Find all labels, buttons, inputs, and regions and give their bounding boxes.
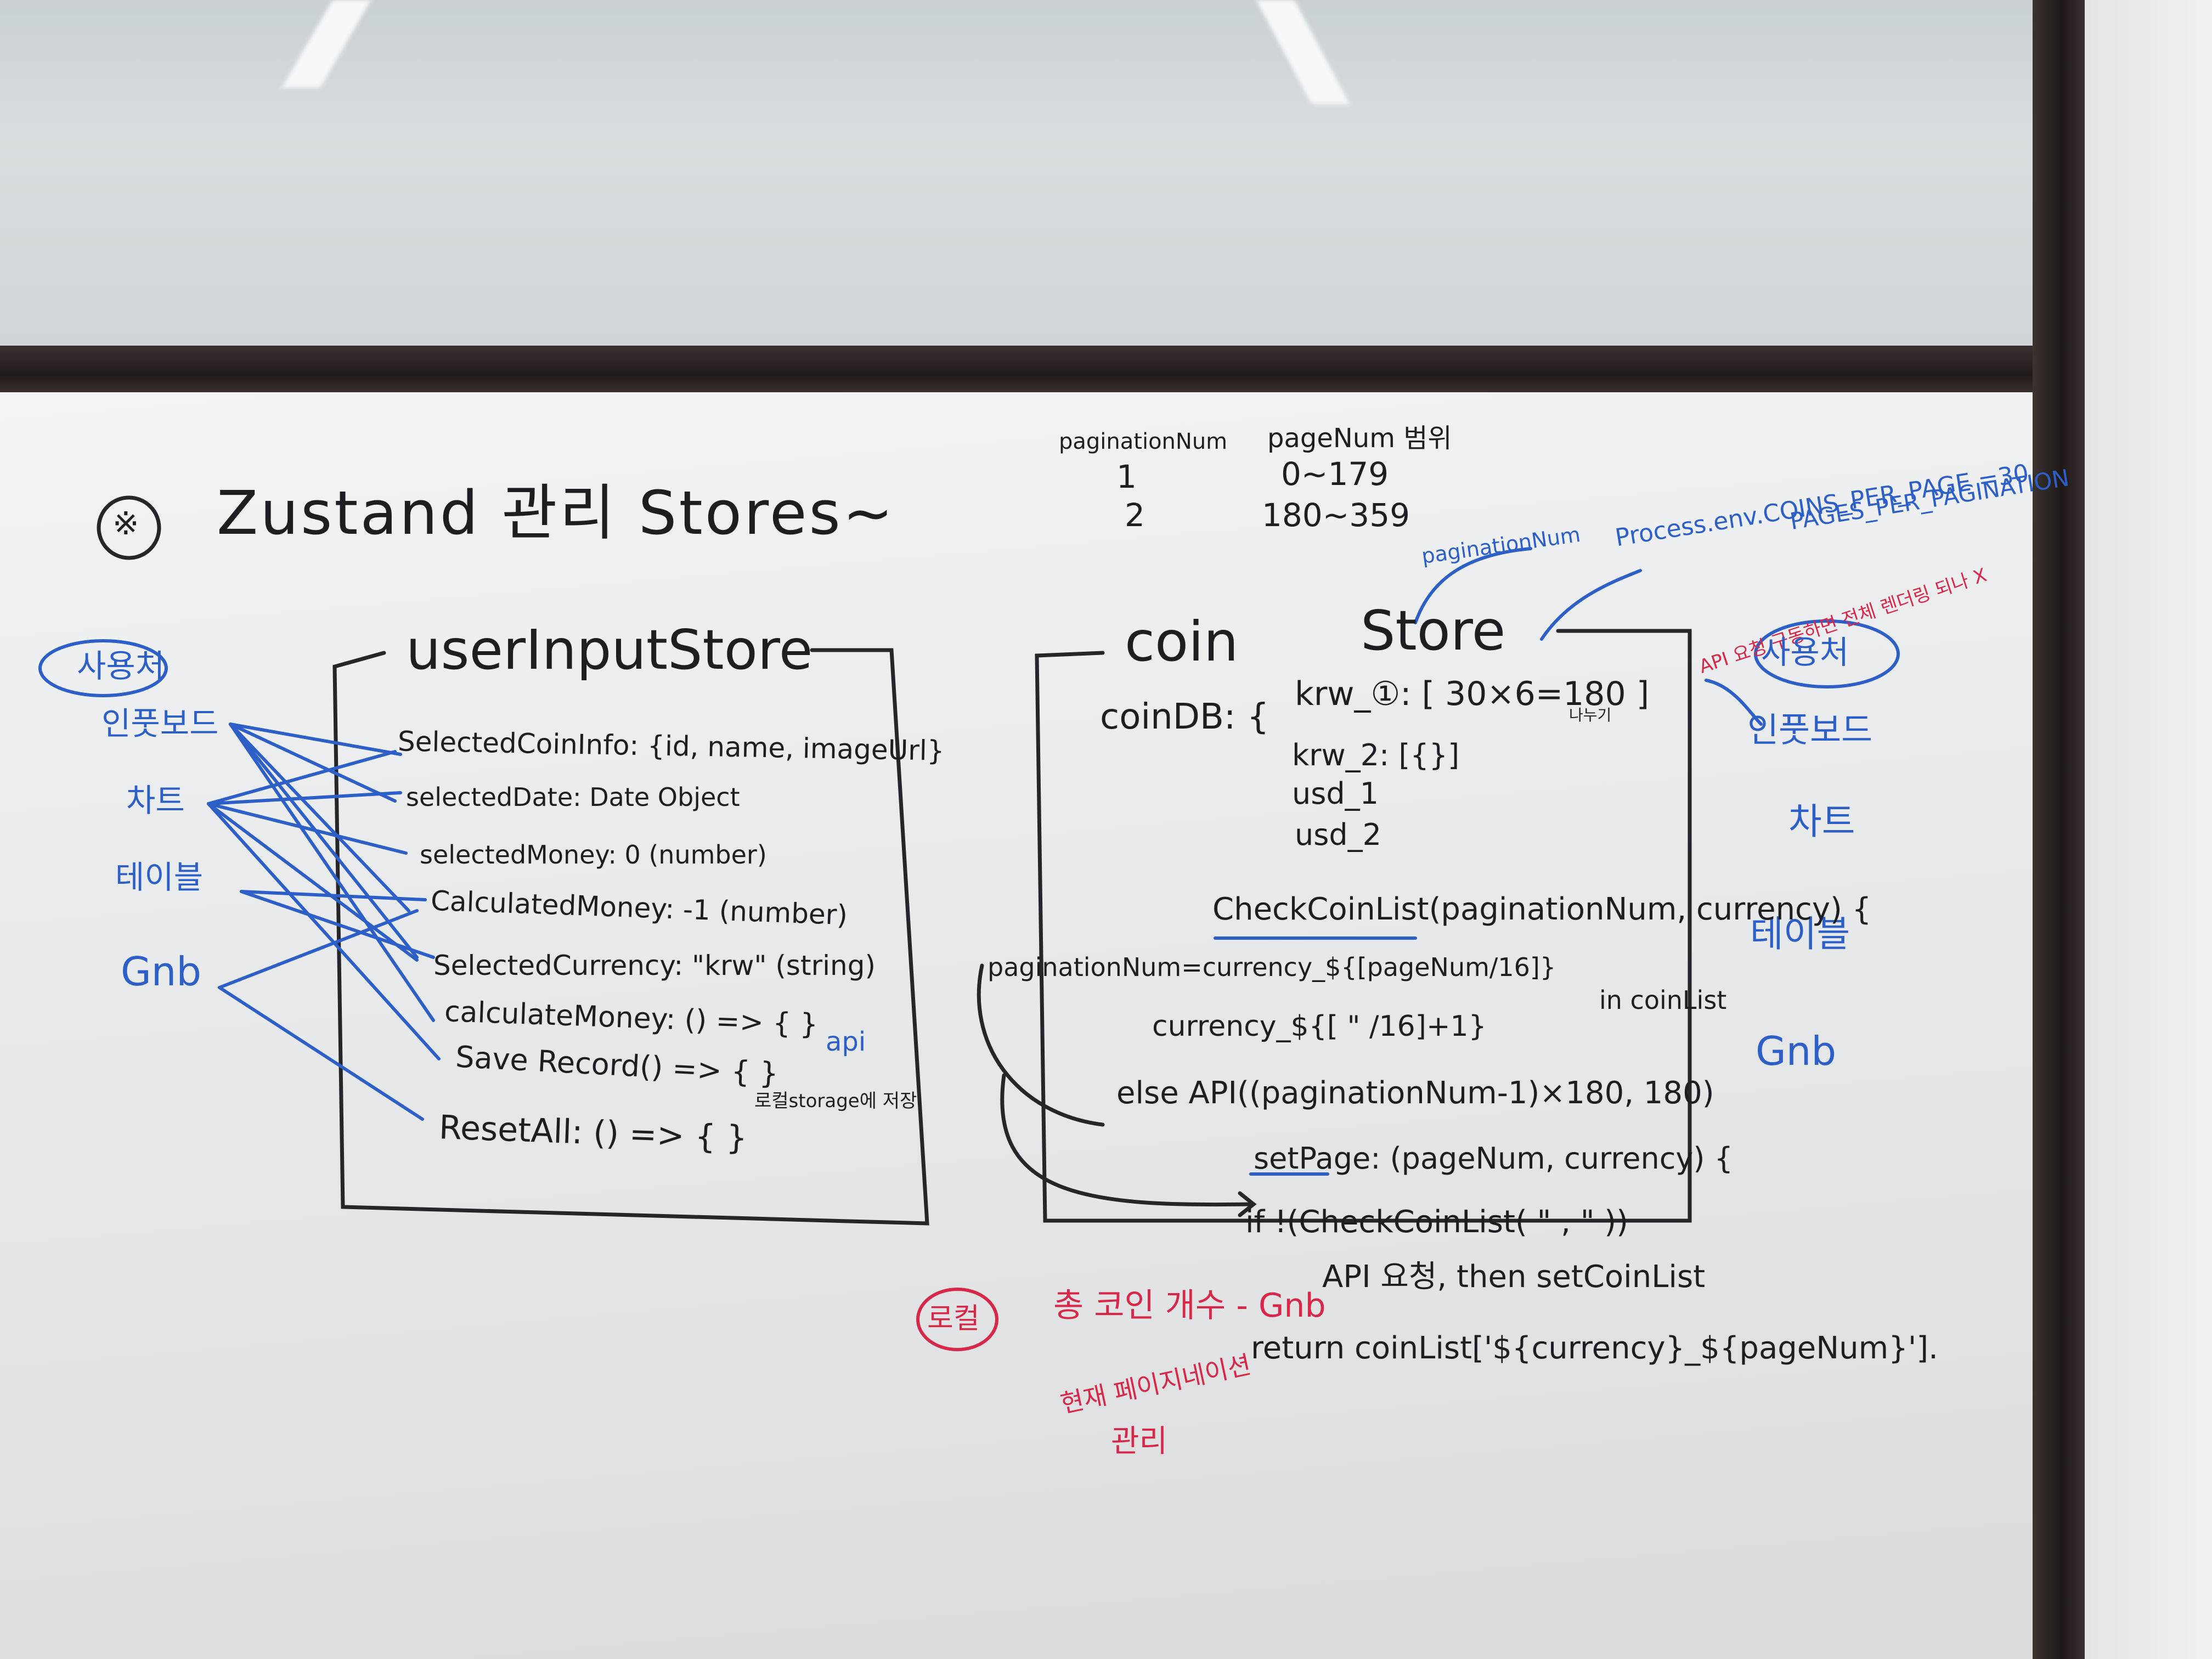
user-item: 차트 bbox=[1788, 800, 1855, 843]
coin-store-title: coin bbox=[1125, 610, 1239, 674]
coin-store-box bbox=[1035, 629, 1692, 1223]
code-line: setPage: (pageNum, currency) { bbox=[1254, 1141, 1733, 1176]
users-label: 사용처 bbox=[1761, 634, 1849, 671]
coin-db-label: coinDB: { bbox=[1100, 697, 1269, 737]
field-note: 로컬storage에 저장 bbox=[754, 1090, 917, 1112]
coin-db-note: 나누기 bbox=[1569, 706, 1612, 724]
user-item: 인풋보드 bbox=[101, 705, 219, 742]
coin-db-row: krw_2: [{}] bbox=[1292, 738, 1460, 772]
local-badge-circle bbox=[916, 1288, 998, 1351]
user-item: 인풋보드 bbox=[1747, 710, 1873, 750]
users-label-oval bbox=[38, 639, 168, 697]
table-cell: 2 bbox=[1125, 496, 1145, 534]
frame-vertical-bar bbox=[2033, 0, 2085, 1659]
code-line: return coinList['${currency}_${pageNum}'… bbox=[1251, 1330, 1938, 1366]
code-line: paginationNum=currency_${[pageNum/16]} bbox=[988, 952, 1556, 982]
table-cell: 180~359 bbox=[1262, 496, 1410, 534]
store-field: selectedDate: Date Object bbox=[406, 782, 740, 812]
coin-db-row: usd_2 bbox=[1295, 817, 1381, 852]
user-input-store-title: userInputStore bbox=[406, 618, 813, 682]
user-item: 테이블 bbox=[115, 859, 204, 896]
user-item: 테이블 bbox=[1750, 913, 1850, 955]
wall bbox=[2085, 0, 2212, 1659]
user-item: 차트 bbox=[126, 782, 185, 819]
code-line: if !(CheckCoinList( " , " )) bbox=[1245, 1204, 1629, 1240]
table-cell: 1 bbox=[1116, 458, 1137, 495]
coin-db-row: krw_①: [ 30×6=180 ] bbox=[1295, 675, 1650, 713]
page-title: Zustand 관리 Stores~ bbox=[217, 478, 896, 548]
coin-db-row: usd_1 bbox=[1292, 776, 1379, 811]
field-note: api bbox=[826, 1026, 866, 1057]
frosted-glass-panel bbox=[0, 0, 2041, 351]
users-label: 사용처 bbox=[77, 647, 165, 685]
code-line: in coinList bbox=[1599, 985, 1727, 1015]
table-cell: 0~179 bbox=[1281, 455, 1389, 493]
table-header: paginationNum bbox=[1059, 429, 1228, 454]
store-field: selectedMoney: 0 (number) bbox=[420, 840, 767, 870]
frame-horizontal-bar bbox=[0, 346, 2063, 395]
local-note: 총 코인 개수 - Gnb bbox=[1053, 1286, 1326, 1325]
user-item: Gnb bbox=[121, 949, 202, 995]
title-mark: ※ bbox=[112, 505, 139, 542]
code-line: API 요청, then setCoinList bbox=[1322, 1259, 1706, 1295]
users-label-oval-right bbox=[1754, 619, 1900, 689]
coin-store-title: Store bbox=[1361, 599, 1506, 663]
pagination-note-curve bbox=[1414, 547, 1532, 624]
user-input-store-box bbox=[332, 648, 929, 1226]
local-note: 관리 bbox=[1111, 1424, 1168, 1459]
flow-arrow bbox=[1000, 1073, 1253, 1207]
table-header: pageNum 범위 bbox=[1267, 423, 1452, 454]
code-line: CheckCoinList(paginationNum, currency) { bbox=[1212, 891, 1872, 927]
title-mark-circle bbox=[97, 495, 161, 560]
code-line: else API((paginationNum-1)×180, 180) bbox=[1116, 1075, 1714, 1111]
code-line: currency_${[ " /16]+1} bbox=[1152, 1010, 1487, 1043]
store-field: SelectedCurrency: "krw" (string) bbox=[433, 950, 876, 981]
local-badge: 로컬 bbox=[927, 1302, 980, 1335]
store-field: ResetAll: () => { } bbox=[438, 1108, 748, 1158]
user-item: Gnb bbox=[1756, 1028, 1837, 1074]
